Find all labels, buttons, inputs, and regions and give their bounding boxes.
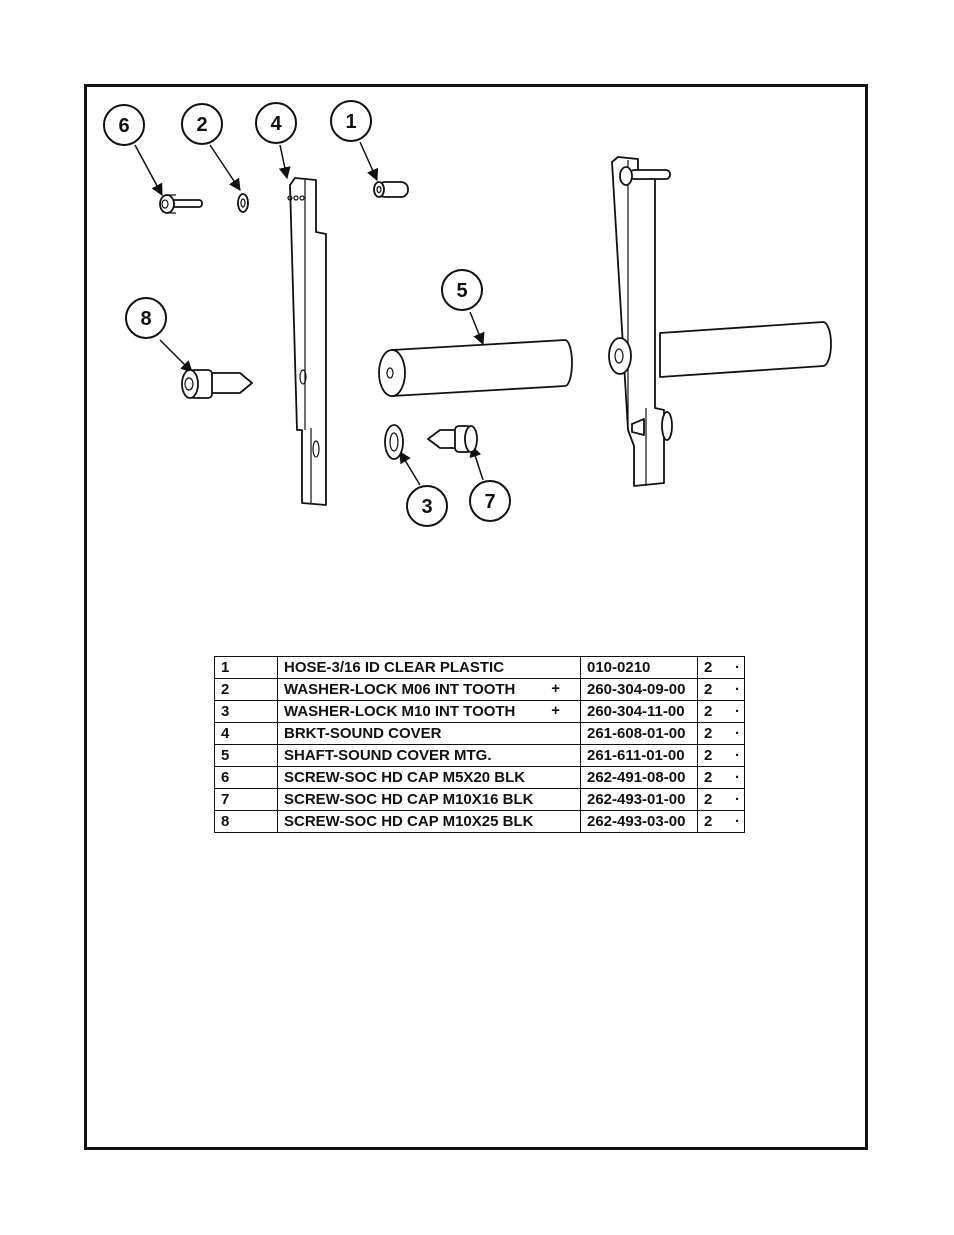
quantity: 2	[697, 788, 726, 811]
unit-mark: ·	[726, 766, 745, 789]
leader-3	[399, 450, 421, 486]
svg-text:8: 8	[140, 308, 151, 330]
table-row: 6 SCREW-SOC HD CAP M5X20 BLK 262-491-08-…	[214, 766, 745, 789]
svg-text:1: 1	[345, 111, 356, 133]
part-4-bracket	[287, 177, 327, 506]
part-7-screw-m10x16	[427, 425, 478, 453]
table-row: 7 SCREW-SOC HD CAP M10X16 BLK 262-493-01…	[214, 788, 745, 811]
item-description: SCREW-SOC HD CAP M10X16 BLK	[277, 788, 581, 811]
callout-1: 1	[330, 100, 372, 142]
quantity: 2	[697, 656, 726, 679]
unit-mark: ·	[726, 700, 745, 723]
part-3-washer-m10	[384, 424, 404, 460]
table-row: 5 SHAFT-SOUND COVER MTG. 261-611-01-00 2…	[214, 744, 745, 767]
svg-text:3: 3	[421, 496, 432, 518]
item-description: HOSE-3/16 ID CLEAR PLASTIC	[277, 656, 581, 679]
callout-7: 7	[469, 480, 511, 522]
item-description: SCREW-SOC HD CAP M10X25 BLK	[277, 810, 581, 833]
part-8-screw-m10x25	[181, 369, 253, 399]
part-number: 260-304-11-00	[580, 700, 698, 723]
part-number: 262-491-08-00	[580, 766, 698, 789]
item-description: WASHER-LOCK M10 INT TOOTH+	[277, 700, 581, 723]
unit-mark: ·	[726, 656, 745, 679]
callout-8: 8	[125, 297, 167, 339]
part-number: 261-611-01-00	[580, 744, 698, 767]
part-2-washer-m06	[237, 193, 249, 213]
table-row: 2 WASHER-LOCK M06 INT TOOTH+ 260-304-09-…	[214, 678, 745, 701]
callout-5: 5	[441, 269, 483, 311]
part-number: 260-304-09-00	[580, 678, 698, 701]
svg-text:7: 7	[484, 491, 495, 513]
part-5-shaft	[378, 339, 573, 397]
table-row: 8 SCREW-SOC HD CAP M10X25 BLK 262-493-03…	[214, 810, 745, 833]
part-number: 262-493-03-00	[580, 810, 698, 833]
item-number: 7	[214, 788, 278, 811]
part-number: 262-493-01-00	[580, 788, 698, 811]
item-number: 5	[214, 744, 278, 767]
part-6-screw-m5	[159, 194, 203, 214]
callout-2: 2	[181, 103, 223, 145]
part-number: 261-608-01-00	[580, 722, 698, 745]
item-description: SHAFT-SOUND COVER MTG.	[277, 744, 581, 767]
quantity: 2	[697, 810, 726, 833]
leader-8	[159, 339, 193, 373]
svg-text:2: 2	[196, 114, 207, 136]
svg-text:6: 6	[118, 115, 129, 137]
exploded-view-drawing: 6 2 4 1 5 8 3 7	[103, 100, 832, 527]
bill-of-materials-table: 1 HOSE-3/16 ID CLEAR PLASTIC 010-0210 2 …	[214, 656, 745, 833]
item-number: 4	[214, 722, 278, 745]
leader-2	[209, 144, 241, 191]
callout-6: 6	[103, 104, 145, 146]
svg-text:4: 4	[270, 113, 282, 135]
assembled-view	[608, 156, 832, 487]
svg-text:5: 5	[456, 280, 467, 302]
item-number: 1	[214, 656, 278, 679]
item-description: WASHER-LOCK M06 INT TOOTH+	[277, 678, 581, 701]
part-number: 010-0210	[580, 656, 698, 679]
table-row: 3 WASHER-LOCK M10 INT TOOTH+ 260-304-11-…	[214, 700, 745, 723]
item-number: 3	[214, 700, 278, 723]
leader-4	[278, 144, 291, 180]
callout-4: 4	[255, 102, 297, 144]
item-description: BRKT-SOUND COVER	[277, 722, 581, 745]
unit-mark: ·	[726, 722, 745, 745]
item-number: 8	[214, 810, 278, 833]
quantity: 2	[697, 678, 726, 701]
unit-mark: ·	[726, 810, 745, 833]
part-1-hose	[373, 181, 409, 198]
leader-6	[134, 144, 163, 197]
item-description: SCREW-SOC HD CAP M5X20 BLK	[277, 766, 581, 789]
callout-3: 3	[406, 485, 448, 527]
drawing-frame	[84, 84, 868, 1150]
unit-mark: ·	[726, 678, 745, 701]
item-number: 6	[214, 766, 278, 789]
unit-mark: ·	[726, 788, 745, 811]
leader-5	[469, 311, 485, 346]
leader-1	[359, 141, 379, 182]
quantity: 2	[697, 766, 726, 789]
quantity: 2	[697, 744, 726, 767]
quantity: 2	[697, 722, 726, 745]
quantity: 2	[697, 700, 726, 723]
item-number: 2	[214, 678, 278, 701]
table-row: 4 BRKT-SOUND COVER 261-608-01-00 2 ·	[214, 722, 745, 745]
table-row: 1 HOSE-3/16 ID CLEAR PLASTIC 010-0210 2 …	[214, 656, 745, 679]
unit-mark: ·	[726, 744, 745, 767]
